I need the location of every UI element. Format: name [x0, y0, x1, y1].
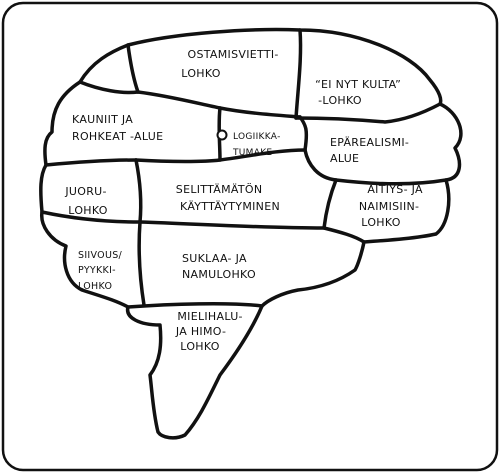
divider-suklaa-bottom	[126, 302, 264, 309]
divider-kauniit-top	[78, 80, 140, 95]
siivous-label: SIIVOUS/ PYYKKI- LOHKO	[78, 250, 125, 292]
juoru-label-line-1: JUORU-	[64, 185, 106, 198]
mielihalu-label: MIELIHALU- JA HIMO- LOHKO	[175, 310, 247, 353]
kauniit-label: KAUNIIT JA ROHKEAT -ALUE	[72, 113, 163, 143]
divider-eiNyt-bottom	[294, 102, 442, 124]
eparealismi-label: EPÄREALISMI- ALUE	[330, 136, 413, 165]
divider-center-bottom	[138, 220, 366, 244]
ei-nyt-kulta-label-line-1: “EI NYT KULTA”	[315, 78, 401, 91]
divider-epa-left	[303, 148, 338, 182]
ostamisvietti-label-line-2: LOHKO	[181, 67, 220, 80]
suklaa-label-line-2: NAMULOHKO	[182, 268, 256, 281]
divider-center-left	[134, 158, 143, 224]
suklaa-label-line-1: SUKLAA- JA	[182, 252, 247, 265]
logiikka-label-line-1: LOGIIKKA-	[233, 132, 281, 142]
kauniit-label-line-2: ROHKEAT -ALUE	[72, 130, 163, 143]
region-labels: OSTAMISVIETTI- LOHKO “EI NYT KULTA” -LOH…	[64, 48, 427, 353]
mielihalu-label-line-3: LOHKO	[180, 340, 219, 353]
juoru-label: JUORU- LOHKO	[64, 185, 110, 217]
aitiys-label-line-3: LOHKO	[361, 216, 400, 229]
ei-nyt-kulta-label-line-2: -LOHKO	[318, 94, 362, 107]
logiikka-nucleus-marker	[216, 129, 228, 141]
divider-kauniit-bottom	[44, 158, 138, 167]
divider-juoru-bottom	[40, 210, 142, 224]
selittamaton-label-line-2: KÄYTTÄYTYMINEN	[180, 200, 280, 213]
siivous-label-line-3: LOHKO	[78, 281, 112, 292]
aitiys-label-line-2: NAIMISIIN-	[359, 200, 419, 213]
divider-epa-bottom	[334, 178, 448, 186]
siivous-label-line-2: PYYKKI-	[78, 265, 116, 276]
logiikka-label-line-2: TUMAKE	[232, 148, 272, 158]
mielihalu-label-line-2: JA HIMO-	[175, 325, 226, 338]
suklaa-label: SUKLAA- JA NAMULOHKO	[182, 252, 256, 281]
divider-ostamis-right	[294, 28, 303, 120]
kauniit-label-line-1: KAUNIIT JA	[72, 113, 133, 126]
juoru-label-line-2: LOHKO	[68, 204, 107, 217]
ostamisvietti-label: OSTAMISVIETTI- LOHKO	[181, 48, 282, 80]
aitiys-label-line-1: ÄITIYS- JA	[367, 183, 423, 196]
eparealismi-label-line-2: ALUE	[330, 152, 359, 165]
divider-ostamis-left	[126, 43, 140, 94]
siivous-label-line-1: SIIVOUS/	[78, 250, 123, 261]
ostamisvietti-label-line-1: OSTAMISVIETTI-	[188, 48, 279, 61]
divider-aitiys-left	[322, 178, 338, 230]
divider-siivous-right	[137, 220, 146, 307]
selittamaton-label: SELITTÄMÄTÖN KÄYTTÄYTYMINEN	[176, 183, 280, 213]
ei-nyt-kulta-label: “EI NYT KULTA” -LOHKO	[315, 78, 405, 107]
selittamaton-label-line-1: SELITTÄMÄTÖN	[176, 183, 263, 196]
mielihalu-label-line-1: MIELIHALU-	[177, 310, 242, 323]
logiikka-label: LOGIIKKA- TUMAKE	[232, 132, 284, 158]
eparealismi-label-line-1: EPÄREALISMI-	[330, 136, 409, 149]
divider-center-right-top	[298, 115, 309, 152]
aitiys-label: ÄITIYS- JA NAIMISIIN- LOHKO	[359, 183, 427, 229]
